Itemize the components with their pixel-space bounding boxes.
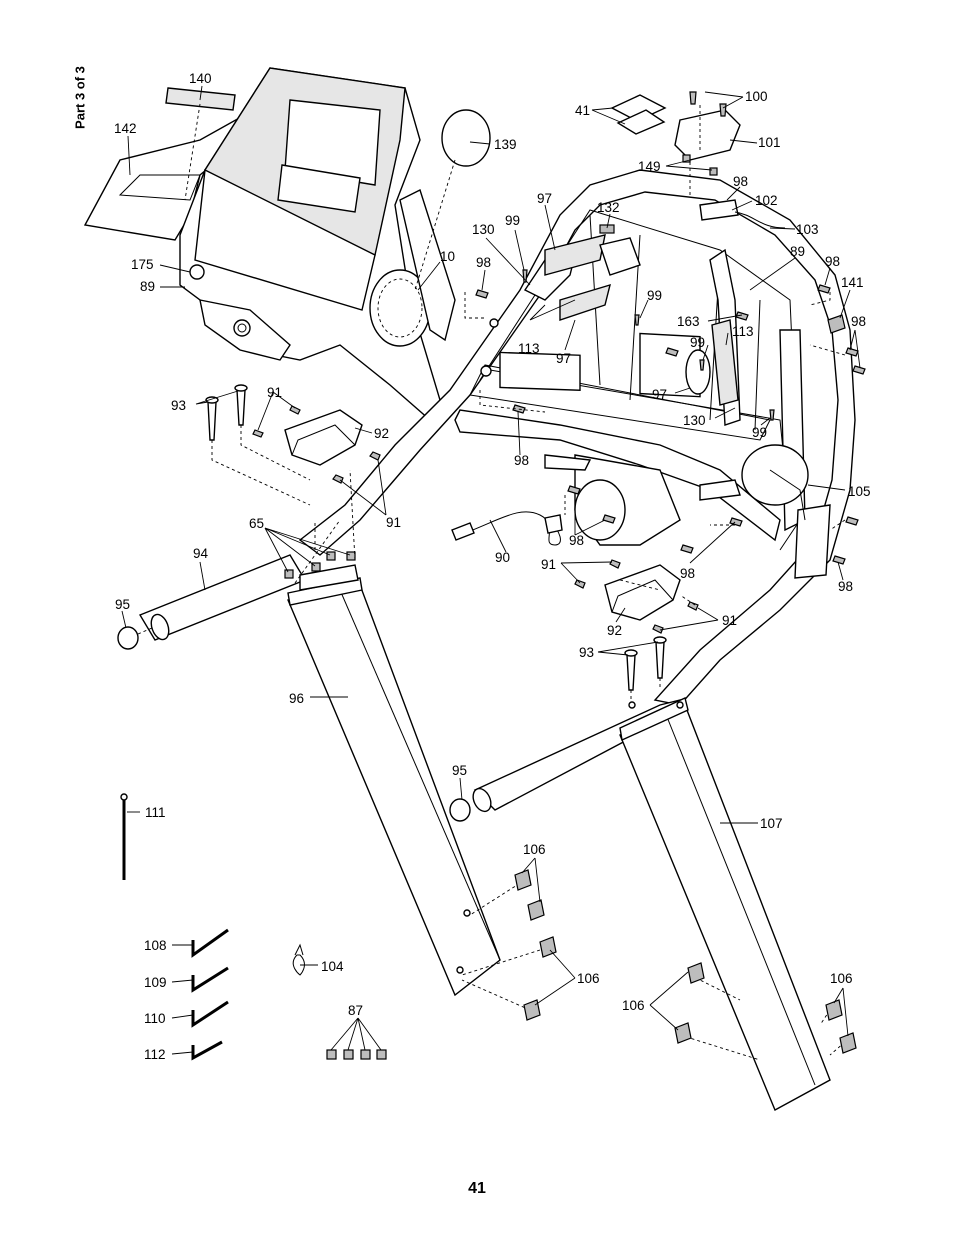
callout-141: 141 [841,275,864,290]
callout-104: 104 [321,959,344,974]
callout-99: 99 [505,213,520,228]
callout-99: 99 [752,425,767,440]
callout-89: 89 [790,244,805,259]
left-upright [287,584,501,997]
callout-140: 140 [189,71,212,86]
callout-111: 111 [145,805,166,820]
end-cap-right [449,798,471,822]
callout-97: 97 [652,387,667,402]
console-display-window [284,99,381,186]
callout-41: 41 [575,103,590,118]
crossbar [454,409,781,542]
callout-99: 99 [690,335,705,350]
callout-107: 107 [760,816,783,831]
cable-disk [741,444,809,506]
right-upright [619,704,831,1111]
console-assembly [83,67,491,422]
callout-92: 92 [607,623,622,638]
callout-100: 100 [745,89,768,104]
callout-130: 130 [472,222,495,237]
callout-98: 98 [851,314,866,329]
assembly-guide-lines [294,105,846,1061]
callout-89: 89 [140,279,155,294]
callout-90: 90 [495,550,510,565]
handrail-cover-right [604,564,681,621]
callout-130: 130 [683,413,706,428]
callout-149: 149 [638,159,661,174]
callout-102: 102 [755,193,778,208]
callout-106: 106 [577,971,600,986]
callout-98: 98 [569,533,584,548]
callout-91: 91 [267,385,282,400]
callout-98: 98 [476,255,491,270]
callout-105: 105 [848,484,871,499]
callout-91: 91 [541,557,556,572]
callout-95: 95 [115,597,130,612]
callout-142: 142 [114,121,137,136]
callout-110: 110 [144,1011,166,1026]
callout-93: 93 [171,398,186,413]
callout-108: 108 [144,938,167,953]
right-upright-assembly [449,559,831,1111]
upright-outer-loop [298,169,856,706]
callout-labels: 140 142 175 89 10 139 41 100 101 149 98 … [114,71,871,1062]
callout-87: 87 [348,1003,363,1018]
callout-98: 98 [825,254,840,269]
callout-92: 92 [374,426,389,441]
callout-106: 106 [830,971,853,986]
callout-65: 65 [249,516,264,531]
pulse-cable [451,511,563,546]
callout-113: 113 [518,341,540,356]
callout-163: 163 [677,314,700,329]
console-button [189,264,205,280]
callout-10: 10 [440,249,455,264]
callout-98: 98 [838,579,853,594]
callout-175: 175 [131,257,154,272]
callout-109: 109 [144,975,167,990]
bolts-106 [514,869,857,1054]
speaker-cover [441,109,491,167]
end-cap-left [117,626,139,650]
handrail-cover-left [284,409,363,466]
callout-97: 97 [556,351,571,366]
callout-91: 91 [386,515,401,530]
callout-113: 113 [732,324,754,339]
callout-132: 132 [597,200,620,215]
callout-106: 106 [622,998,645,1013]
callout-101: 101 [758,135,781,150]
leader-lines [121,85,861,1055]
callout-106: 106 [523,842,546,857]
callout-91: 91 [722,613,737,628]
hardware-top-right [475,91,866,565]
callout-139: 139 [494,137,517,152]
callout-96: 96 [289,691,304,706]
callout-103: 103 [796,222,819,237]
callout-112: 112 [144,1047,166,1062]
left-upright-assembly [117,384,501,997]
callout-98: 98 [514,453,529,468]
callout-98: 98 [680,566,695,581]
top-cap [674,109,741,161]
callout-98: 98 [733,174,748,189]
callout-94: 94 [193,546,209,561]
page-number: 41 [468,1180,486,1197]
callout-99: 99 [647,288,662,303]
callout-95: 95 [452,763,467,778]
callout-97: 97 [537,191,552,206]
callout-93: 93 [579,645,594,660]
